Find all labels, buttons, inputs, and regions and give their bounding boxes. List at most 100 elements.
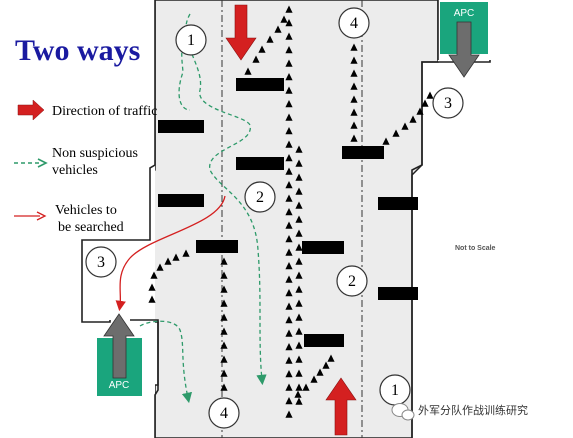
vehicle-triangle: [274, 25, 282, 33]
vehicle-triangle: [295, 187, 303, 195]
watermark-text: 外军分队作战训练研究: [418, 403, 528, 417]
legend-searched-label-1: Vehicles to: [55, 203, 117, 218]
vehicle-triangle: [350, 43, 358, 51]
vehicle-triangle: [285, 397, 293, 405]
vehicle-triangle: [350, 56, 358, 64]
vehicle-triangle: [295, 215, 303, 223]
vehicle-triangle: [350, 69, 358, 77]
vehicle-triangle: [285, 343, 293, 351]
vehicle-triangle: [426, 91, 434, 99]
legend-suspicious-label-1: Non suspicious: [52, 146, 138, 161]
vehicle-triangle: [220, 313, 228, 321]
vehicle-triangle: [285, 289, 293, 297]
vehicle-triangles: [148, 5, 434, 418]
barriers: [158, 78, 418, 347]
traffic-arrow-down-icon: [225, 4, 257, 61]
marker-label: 3: [97, 254, 105, 271]
barrier-block: [378, 197, 418, 210]
apc-top-right: APC: [440, 2, 488, 78]
vehicle-triangle: [148, 283, 156, 291]
vehicle-triangle: [285, 329, 293, 337]
vehicle-triangle: [310, 375, 318, 383]
diagram-title: Two ways: [15, 34, 140, 67]
vehicle-triangle: [295, 201, 303, 209]
vehicle-triangle: [258, 45, 266, 53]
legend-searched-arrow-icon: [14, 211, 47, 221]
barrier-block: [304, 334, 344, 347]
vehicle-triangle: [295, 299, 303, 307]
vehicle-triangle: [285, 154, 293, 162]
vehicle-triangle: [285, 383, 293, 391]
vehicle-triangle: [285, 181, 293, 189]
vehicle-triangle: [172, 253, 180, 261]
barrier-block: [236, 78, 284, 91]
searched-path: [115, 195, 226, 312]
barrier-block: [342, 146, 384, 159]
curb-lines: [81, 0, 491, 438]
vehicle-triangle: [382, 137, 390, 145]
vehicle-triangle: [295, 313, 303, 321]
vehicle-triangle: [285, 221, 293, 229]
barrier-block: [236, 157, 284, 170]
vehicle-triangle: [285, 302, 293, 310]
vehicle-triangle: [416, 107, 424, 115]
marker-label: 4: [220, 405, 228, 422]
marker-label: 2: [348, 273, 356, 290]
vehicle-triangle: [295, 271, 303, 279]
vehicle-triangle: [285, 262, 293, 270]
vehicle-triangle: [220, 341, 228, 349]
marker-label: 4: [350, 15, 358, 32]
vehicle-triangle: [285, 19, 293, 27]
vehicle-triangle: [295, 159, 303, 167]
vehicle-triangle: [295, 355, 303, 363]
vehicle-triangle: [401, 122, 409, 130]
vehicle-triangle: [285, 235, 293, 243]
vehicle-triangle: [295, 327, 303, 335]
marker-bottom-right-1: 1: [379, 374, 411, 406]
legend-traffic-arrow-icon: [17, 99, 45, 121]
vehicle-triangle: [220, 355, 228, 363]
vehicle-triangle: [148, 295, 156, 303]
marker-label: 2: [256, 189, 264, 206]
vehicle-triangle: [295, 145, 303, 153]
vehicle-triangle: [285, 73, 293, 81]
marker-mid-2: 2: [244, 181, 276, 213]
vehicle-triangle: [285, 370, 293, 378]
vehicle-triangle: [285, 59, 293, 67]
vehicle-triangle: [316, 368, 324, 376]
vehicle-triangle: [150, 271, 158, 279]
barrier-block: [378, 287, 418, 300]
vehicle-triangle: [285, 140, 293, 148]
vehicle-triangle: [295, 285, 303, 293]
apc-bottom-left: APC: [97, 313, 142, 396]
vehicle-triangle: [220, 383, 228, 391]
legend-suspicious-label-2: vehicles: [52, 163, 98, 178]
marker-right-3: 3: [432, 87, 464, 119]
vehicle-triangle: [392, 129, 400, 137]
vehicle-triangle: [294, 390, 302, 398]
vehicle-triangle: [295, 229, 303, 237]
marker-label: 1: [391, 382, 399, 399]
legend-searched-label-2: be searched: [58, 220, 124, 235]
barrier-block: [302, 241, 344, 254]
vehicle-triangle: [266, 35, 274, 43]
vehicle-triangle: [285, 46, 293, 54]
vehicle-triangle: [295, 397, 303, 405]
vehicle-triangle: [285, 167, 293, 175]
barrier-block: [158, 120, 204, 133]
vehicle-triangle: [295, 173, 303, 181]
marker-right-2: 2: [336, 265, 368, 297]
legend: Direction of traffic Non suspicious vehi…: [14, 99, 157, 235]
vehicle-triangle: [350, 82, 358, 90]
marker-left-3: 3: [85, 246, 117, 278]
vehicle-triangle: [220, 257, 228, 265]
vehicle-triangle: [285, 113, 293, 121]
apc-bottom-label: APC: [109, 380, 130, 391]
vehicle-triangle: [285, 32, 293, 40]
legend-traffic-label: Direction of traffic: [52, 104, 157, 119]
barrier-block: [158, 194, 204, 207]
vehicle-triangle: [252, 55, 260, 63]
vehicle-triangle: [295, 341, 303, 349]
vehicle-triangle: [295, 369, 303, 377]
